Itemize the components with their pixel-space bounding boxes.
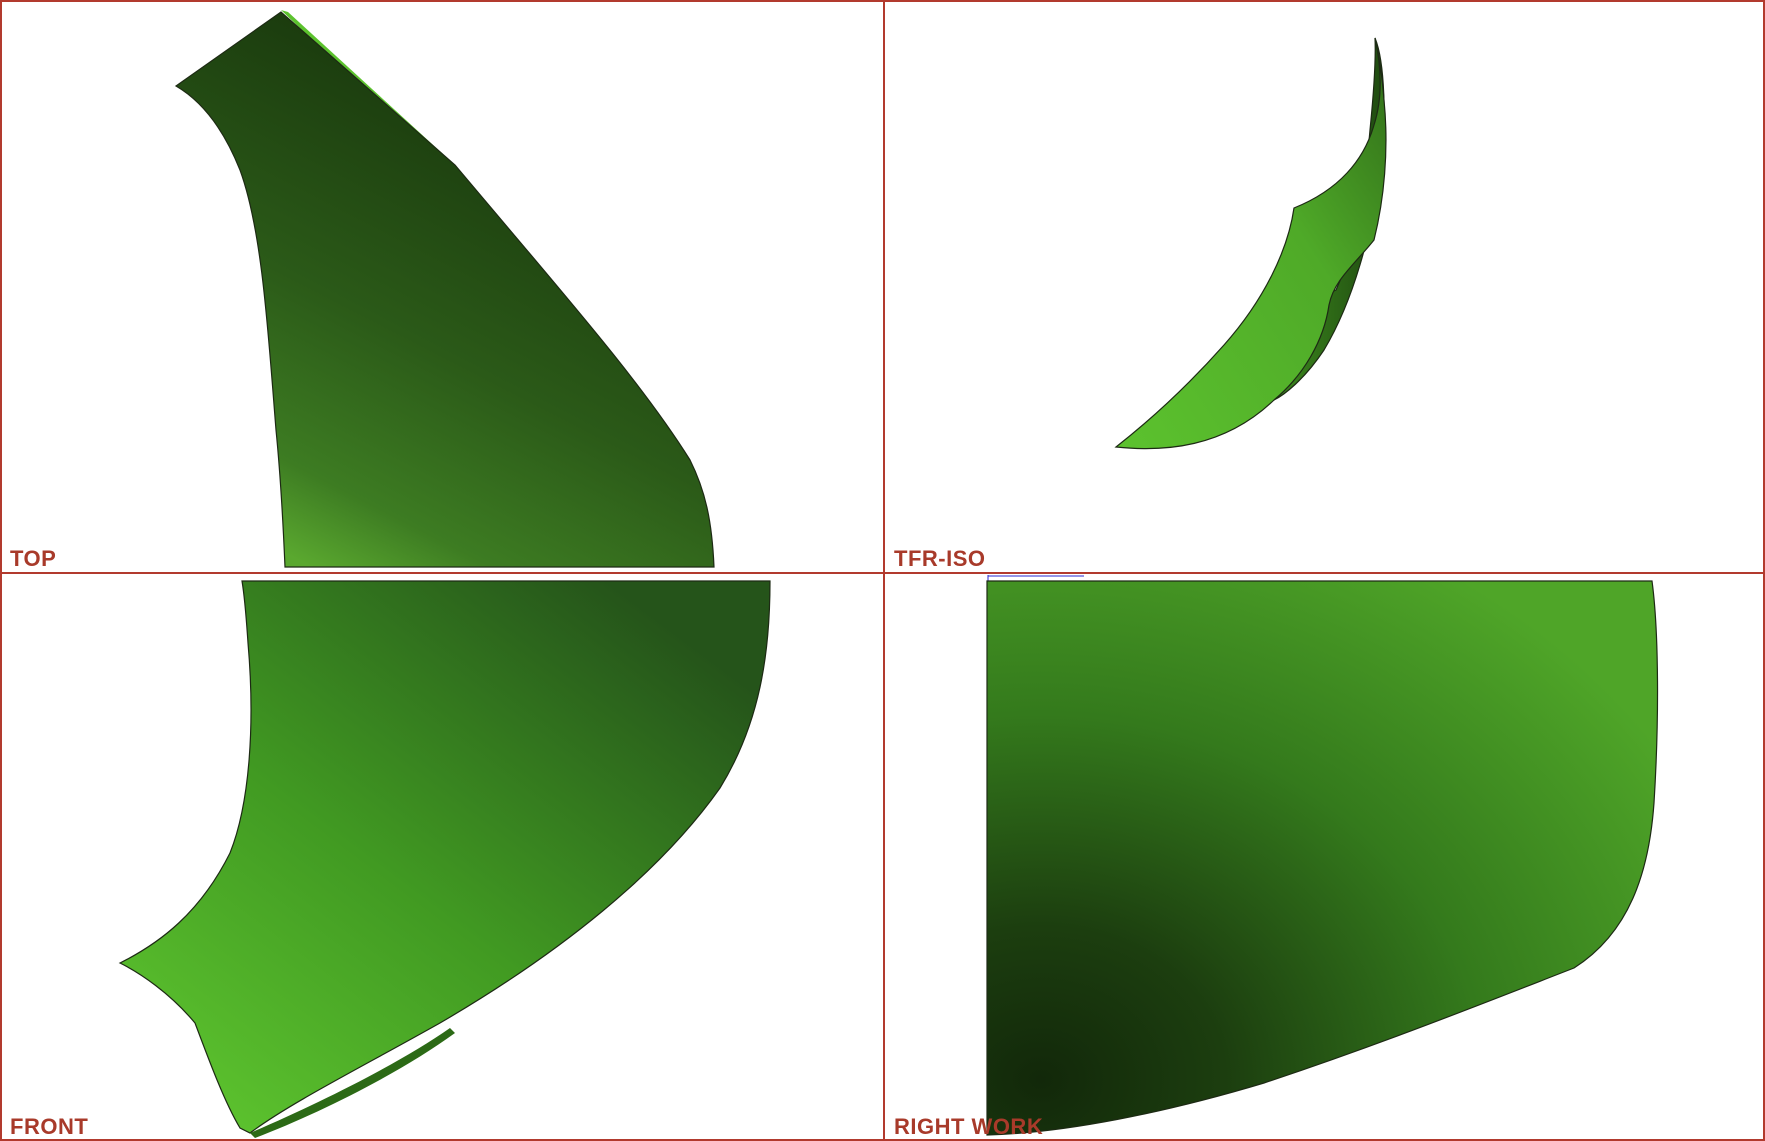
viewport-label-tfr-iso: TFR-ISO: [894, 546, 986, 571]
front-view-surface[interactable]: [0, 573, 884, 1141]
viewport-label-top: TOP: [10, 546, 57, 571]
viewport-top[interactable]: TOP: [0, 0, 884, 573]
viewport-right-work[interactable]: RIGHT WORK: [884, 573, 1765, 1141]
right-surface-face: [986, 580, 1659, 1136]
front-surface-face: [118, 580, 771, 1134]
top-surface-face: [174, 11, 715, 568]
viewport-label-right-work: RIGHT WORK: [894, 1114, 1044, 1139]
right-view-surface[interactable]: [884, 573, 1765, 1141]
iso-view-surface[interactable]: [884, 0, 1765, 573]
iso-surface-face: [1114, 37, 1387, 450]
viewport-front[interactable]: FRONT: [0, 573, 884, 1141]
top-view-surface[interactable]: [0, 0, 884, 573]
viewport-label-front: FRONT: [10, 1114, 89, 1139]
viewport-tfr-iso[interactable]: TFR-ISO: [884, 0, 1765, 573]
